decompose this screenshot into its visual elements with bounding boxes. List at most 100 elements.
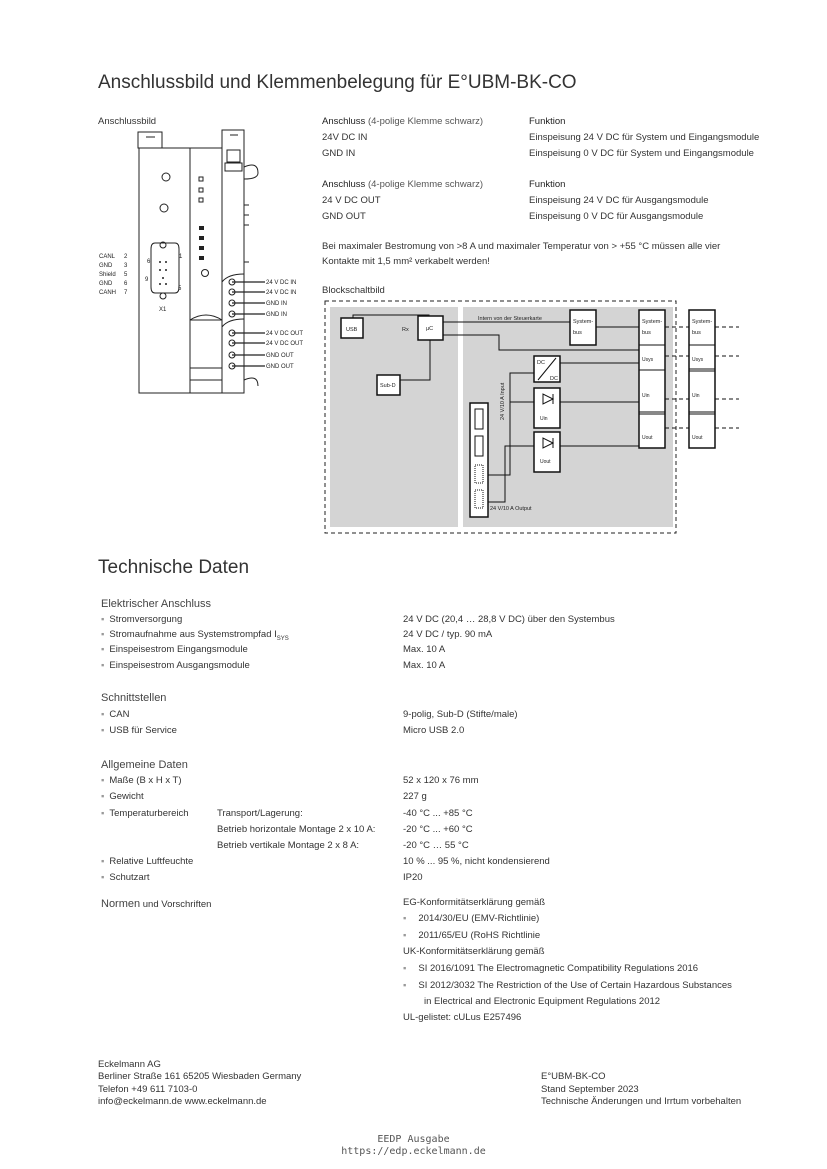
rx-label: Rx: [402, 327, 409, 333]
spec-value: 52 x 120 x 76 mm: [403, 775, 479, 786]
spec-label: ▪Stromaufnahme aus Systemstrompfad ISYS: [101, 629, 289, 642]
terminal-label: GND IN: [266, 301, 287, 307]
tech-title: Technische Daten: [98, 557, 250, 578]
section-title: Schnittstellen: [101, 692, 167, 704]
normen-line: ▪SI 2012/3032 The Restriction of the Use…: [403, 980, 732, 991]
dc-label: DC: [537, 360, 545, 366]
pin-name: CANH: [99, 290, 116, 296]
spec-label: ▪Einspeisestrom Eingangsmodule: [101, 644, 248, 655]
terminal-label: 24 V DC IN: [266, 290, 296, 296]
pin-number: 5: [178, 286, 182, 292]
uout-label: Uout: [540, 459, 551, 465]
page-title: Anschlussbild und Klemmenbelegung für E°…: [98, 72, 577, 93]
terminal-label: GND OUT: [266, 353, 294, 359]
spec-value: -20 °C ... +60 °C: [403, 824, 473, 835]
subd-block: Sub-D: [380, 383, 396, 389]
stamp-line: EEDP Ausgabe: [377, 1134, 450, 1145]
spec-value: Max. 10 A: [403, 660, 446, 671]
input-label: 24 V/10 A Input: [500, 382, 506, 420]
footer-left: info@eckelmann.de www.eckelmann.de: [98, 1096, 267, 1107]
systembus-label: System-: [692, 319, 712, 325]
uin-label: Uin: [540, 416, 548, 422]
pin-num: 2: [124, 254, 128, 260]
note-line: Kontakte mit 1,5 mm² verkabelt werden!: [322, 256, 490, 267]
spec-value: -40 °C ... +85 °C: [403, 808, 473, 819]
terminal-label: 24 V DC OUT: [266, 331, 303, 337]
spec-label: ▪USB für Service: [101, 725, 177, 736]
normen-line: in Electrical and Electronic Equipment R…: [424, 996, 661, 1007]
blockschaltbild-label: Blockschaltbild: [322, 285, 385, 296]
spec-label: ▪Gewicht: [101, 791, 144, 802]
terminal-label: 24 V DC OUT: [266, 341, 303, 347]
pin-number: 6: [147, 259, 151, 265]
spec-value: 24 V DC (20,4 … 28,8 V DC) über den Syst…: [403, 614, 615, 625]
pin-num: 5: [124, 272, 128, 278]
pin-number: 9: [145, 277, 149, 283]
footer-right: Technische Änderungen und Irrtum vorbeha…: [541, 1096, 742, 1107]
pin-name: Shield: [99, 272, 116, 278]
table1-header-funktion: Funktion: [529, 116, 566, 127]
dc-label: DC: [550, 376, 558, 382]
spec-value: 9-polig, Sub-D (Stifte/male): [403, 709, 518, 720]
normen-line: EG-Konformitätserklärung gemäß: [403, 897, 546, 908]
systembus-label: bus: [642, 330, 651, 336]
table-cell: Einspeisung 0 V DC für System und Eingan…: [529, 148, 754, 159]
normen-title: Normen und Vorschriften: [101, 898, 212, 910]
spec-sublabel: Transport/Lagerung:: [217, 808, 303, 819]
spec-label: ▪Schutzart: [101, 872, 150, 883]
systembus-label: System-: [642, 319, 662, 325]
stamp-link[interactable]: https://edp.eckelmann.de: [341, 1146, 486, 1157]
anschlussbild-label: Anschlussbild: [98, 116, 157, 127]
table-cell: Einspeisung 24 V DC für Ausgangsmodule: [529, 195, 709, 206]
footer-left: Eckelmann AG: [98, 1059, 161, 1070]
table-cell: 24V DC IN: [322, 132, 368, 143]
table-cell: Einspeisung 0 V DC für Ausgangsmodule: [529, 211, 704, 222]
connector-label: X1: [159, 307, 167, 313]
pin-num: 3: [124, 263, 128, 269]
spec-value: 10 % ... 95 %, nicht kondensierend: [403, 856, 550, 867]
footer-left: Berliner Straße 161 65205 Wiesbaden Germ…: [98, 1071, 302, 1082]
uin-label: Uin: [692, 393, 700, 399]
uout-label: Uout: [692, 435, 703, 441]
normen-line: ▪2011/65/EU (RoHS Richtlinie: [403, 930, 541, 941]
terminal-label: GND IN: [266, 312, 287, 318]
systembus-label: bus: [573, 330, 582, 336]
spec-value: Max. 10 A: [403, 644, 446, 655]
table-cell: Einspeisung 24 V DC für System und Einga…: [529, 132, 760, 143]
footer-left: Telefon +49 611 7103-0: [98, 1084, 198, 1095]
table-cell: GND IN: [322, 148, 356, 159]
usb-block: USB: [346, 327, 358, 333]
spec-value: 24 V DC / typ. 90 mA: [403, 629, 493, 640]
section-title: Allgemeine Daten: [101, 759, 188, 771]
terminal-label: GND OUT: [266, 364, 294, 370]
spec-label: ▪Stromversorgung: [101, 614, 183, 625]
spec-label: ▪Relative Luftfeuchte: [101, 856, 194, 867]
spec-label: ▪Einspeisestrom Ausgangsmodule: [101, 660, 250, 671]
spec-value: Micro USB 2.0: [403, 725, 465, 736]
normen-line: UL-gelistet: cULus E257496: [403, 1012, 522, 1023]
normen-line: UK-Konformitätserklärung gemäß: [403, 946, 545, 957]
pin-num: 6: [124, 281, 128, 287]
pin-number: 1: [179, 254, 183, 260]
table-cell: 24 V DC OUT: [322, 195, 381, 206]
terminal-label: 24 V DC IN: [266, 280, 296, 286]
spec-value: IP20: [403, 872, 423, 883]
block-diagram: USB µC Rx Sub-D Intern von der Steuerkar…: [324, 300, 739, 534]
normen-line: ▪2014/30/EU (EMV-Richtlinie): [403, 913, 540, 924]
uout-label: Uout: [642, 435, 653, 441]
systembus-label: bus: [692, 330, 701, 336]
footer-right: Stand September 2023: [541, 1084, 639, 1095]
section-title: Elektrischer Anschluss: [101, 598, 212, 610]
pin-name: GND: [99, 263, 113, 269]
intern-label: Intern von der Steuerkarte: [478, 316, 542, 322]
pin-name: CANL: [99, 254, 116, 260]
spec-sublabel: Betrieb vertikale Montage 2 x 8 A:: [217, 840, 360, 851]
table-cell: GND OUT: [322, 211, 366, 222]
pin-num: 7: [124, 290, 128, 296]
spec-sublabel: Betrieb horizontale Montage 2 x 10 A:: [217, 824, 376, 835]
footer-right: E°UBM-BK-CO: [541, 1071, 606, 1082]
pin-name: GND: [99, 281, 113, 287]
note-line: Bei maximaler Bestromung von >8 A und ma…: [322, 241, 721, 252]
uc-block: µC: [426, 326, 433, 332]
normen-line: ▪SI 2016/1091 The Electromagnetic Compat…: [403, 963, 699, 974]
